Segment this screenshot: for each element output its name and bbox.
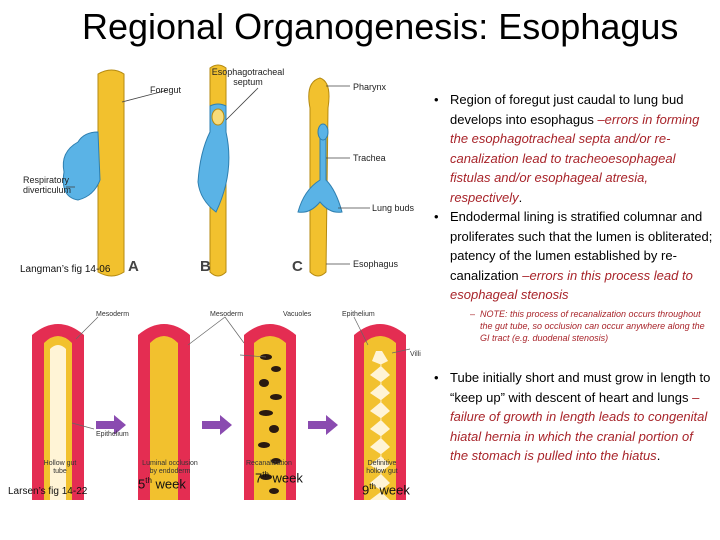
stage-b-label: B <box>200 262 211 272</box>
stage-c-drawing <box>298 78 342 276</box>
esophagotracheal-septum-figure <box>20 62 440 292</box>
respiratory-label: Respiratory diverticulum <box>23 175 83 195</box>
definitive-gut-label: Definitive hollow gut <box>360 460 404 476</box>
luminal-occlusion-label: Luminal occlusion by endoderm <box>138 460 202 476</box>
pharynx-label: Pharynx <box>353 82 386 92</box>
villi-label: Villi <box>410 351 421 359</box>
trachea-label: Trachea <box>353 153 386 163</box>
bullet-3: Tube initially short and must grow in le… <box>432 368 714 466</box>
stage-a-label: A <box>128 262 139 272</box>
larsen-caption: Larsen’s fig 14-22 <box>8 486 87 497</box>
bullet-3-block: Tube initially short and must grow in le… <box>432 368 714 466</box>
epithelium-label-1: Epithelium <box>342 311 375 319</box>
epithelium-label-2: Epithelium <box>96 431 129 439</box>
esophagus-label: Esophagus <box>353 259 398 269</box>
week-9-label: 9th week <box>362 482 410 497</box>
slide-title: Regional Organogenesis: Esophagus <box>82 6 678 48</box>
vacuoles-label: Vacuoles <box>283 311 311 319</box>
bullet-list: Region of foregut just caudal to lung bu… <box>432 90 714 344</box>
bullet-1: Region of foregut just caudal to lung bu… <box>432 90 714 207</box>
mesoderm-label-1: Mesoderm <box>96 311 129 319</box>
week-7-label: 7th week <box>255 470 303 485</box>
hollow-tube-label: Hollow gut tube <box>40 460 80 476</box>
foregut-label: Foregut <box>150 85 181 95</box>
stage-c-label: C <box>292 262 303 272</box>
lung-buds-label: Lung buds <box>372 203 414 213</box>
septum-label: Esophagotracheal septum <box>208 67 288 87</box>
recanalization-label: Recanalization <box>246 460 292 468</box>
note-sub-bullet: –NOTE: this process of recanalization oc… <box>432 308 714 344</box>
bullet-2: Endodermal lining is stratified columnar… <box>432 207 714 305</box>
stage-b-drawing <box>198 65 229 276</box>
week-5-label: 5th week <box>138 476 186 491</box>
mesoderm-label-2: Mesoderm <box>210 311 243 319</box>
stage-a-drawing <box>63 70 124 276</box>
langman-caption: Langman’s fig 14-06 <box>20 264 110 275</box>
